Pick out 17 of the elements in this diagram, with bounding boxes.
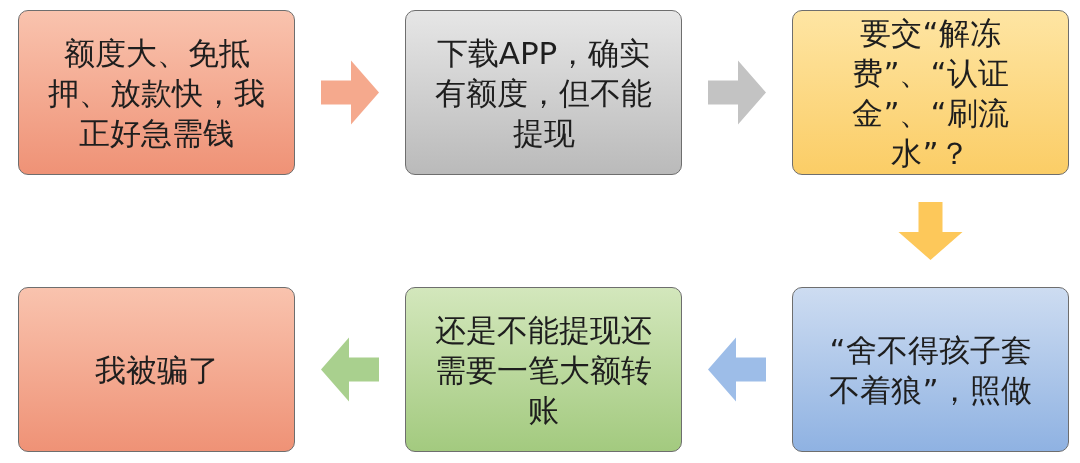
process-box (792, 287, 1069, 452)
block-arrow (321, 60, 379, 125)
box-text: 下载APP，确实有额度，但不能提现 (434, 33, 653, 153)
box-text: 要交“解冻费”、“认证金”、“刷流水”？ (851, 13, 1010, 173)
box-text: 额度大、免抵押、放款快，我正好急需钱 (47, 33, 266, 153)
process-box (792, 10, 1069, 175)
box-text: 还是不能提现还需要一笔大额转账 (434, 310, 653, 430)
block-arrow (708, 337, 766, 402)
box-text: “舍不得孩子套不着狼”，照做 (828, 330, 1033, 410)
block-arrow (708, 60, 766, 125)
process-box (18, 287, 295, 452)
process-box (405, 10, 682, 175)
process-box (18, 10, 295, 175)
process-box (405, 287, 682, 452)
block-arrow (898, 202, 963, 260)
box-text: 我被骗了 (93, 350, 220, 390)
block-arrow (321, 337, 379, 402)
